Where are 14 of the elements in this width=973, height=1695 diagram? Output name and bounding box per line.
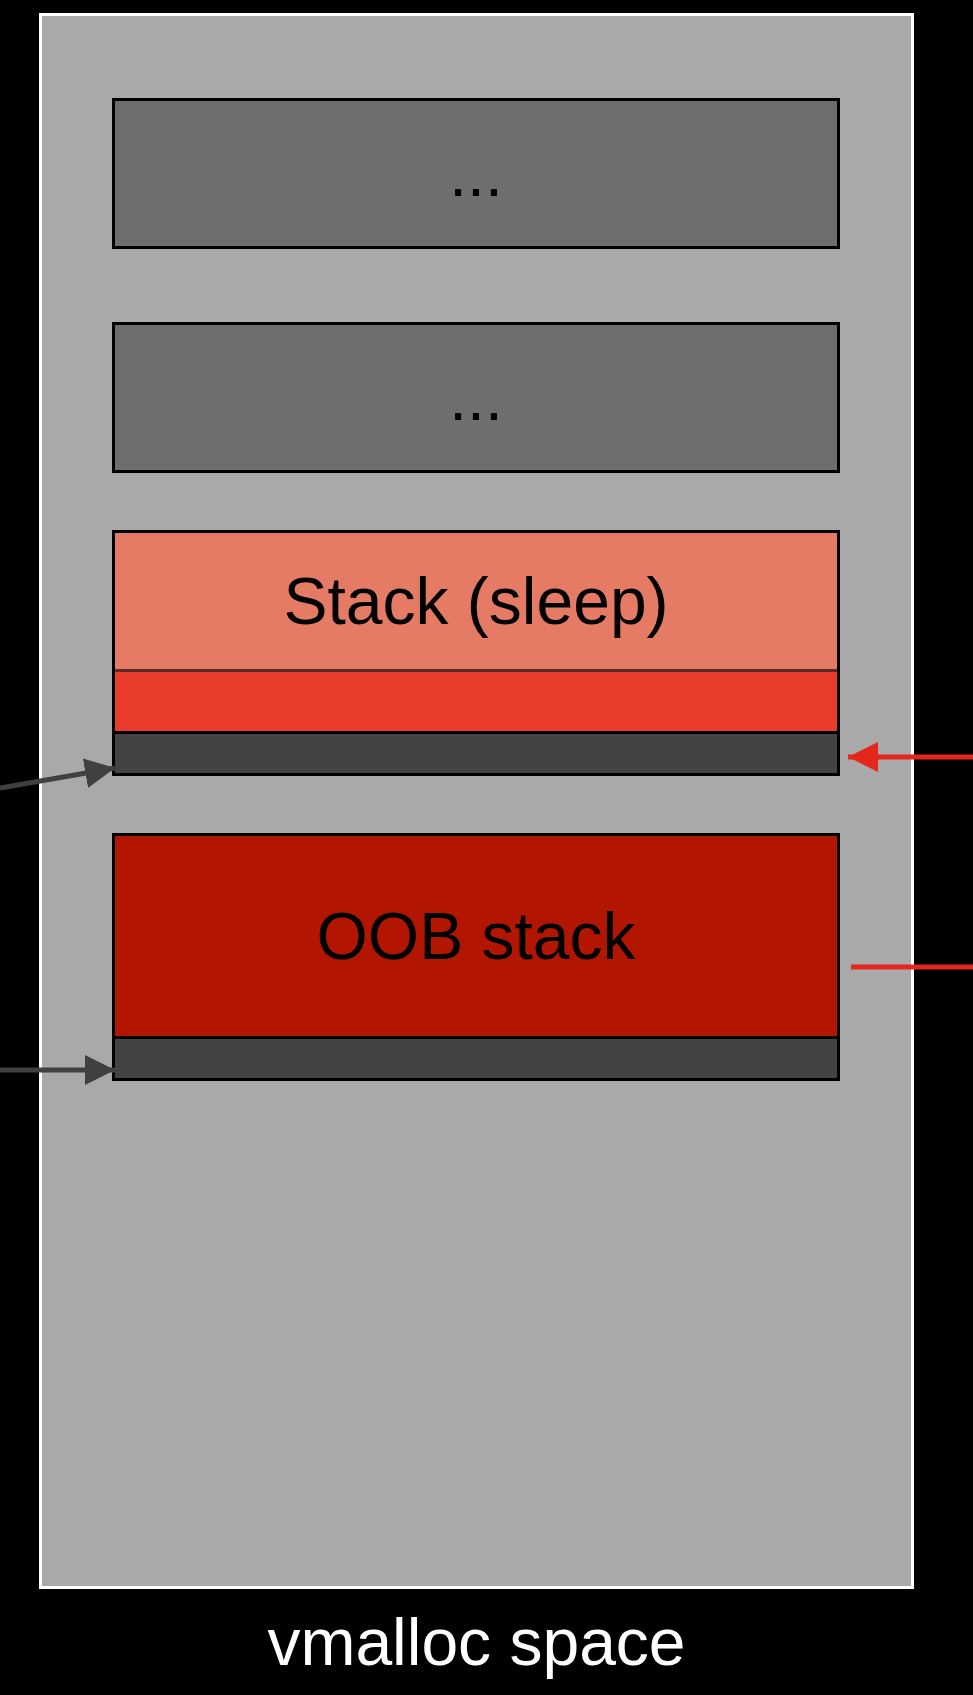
arrow [848,742,973,772]
memory-block [112,322,840,473]
block-label: ... [449,365,503,430]
arrow [0,1055,115,1085]
guard-band [115,1036,837,1078]
block-label: ... [449,141,503,206]
arrow [0,758,116,791]
memory-block [112,98,840,249]
stack-band [115,669,837,731]
guard-band [115,731,837,773]
stack-block [112,833,840,1081]
region-title: vmalloc space [266,1604,687,1681]
block-label: OOB stack [316,903,636,969]
stack-block [112,530,840,776]
